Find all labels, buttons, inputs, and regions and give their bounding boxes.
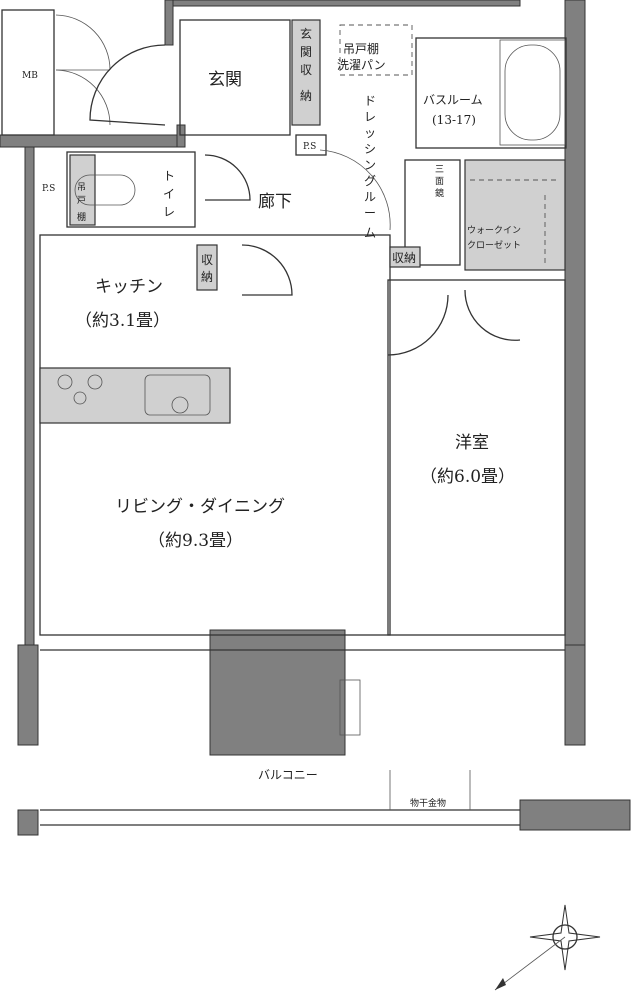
svg-text:面: 面 [435,176,444,187]
laundry-shelf-label: 吊戸棚 [343,41,379,56]
toilet-shelf-label: 吊 戸 棚 [77,182,86,223]
hallway-label: 廊下 [258,192,292,212]
mb-label: MB [22,71,38,81]
svg-text:納: 納 [201,270,213,284]
svg-text:ー: ー [364,206,376,220]
svg-text:ド: ド [364,94,376,108]
entrance-label: 玄関 [208,70,242,90]
north-compass-icon [494,904,601,991]
svg-text:戸: 戸 [77,195,86,206]
svg-text:ル: ル [364,190,376,204]
walk-in-closet-label-2: クローゼット [467,239,521,251]
svg-text:ン: ン [364,158,376,172]
laundry-pan-label: 洗濯パン [337,58,386,72]
walls [0,0,631,836]
dressing-room-label: ド レ ッ シ ン グ ル ー ム [364,94,376,240]
kitchen-label: キッチン [95,277,163,297]
interior-lines [1,9,567,826]
living-dining-size: （約9.3畳） [148,531,243,551]
svg-text:レ: レ [364,110,376,124]
walk-in-closet-label-1: ウォークイン [467,225,521,236]
storage-dressing-label: 収納 [392,251,416,265]
bathroom-label: バスルーム [423,93,483,107]
balcony-label: バルコニー [258,768,318,782]
western-room-label: 洋室 [455,433,489,453]
svg-text:イ: イ [163,187,175,201]
svg-text:グ: グ [364,174,376,188]
svg-text:レ: レ [163,205,175,219]
living-dining-label: リビング・ダイニング [115,497,285,517]
entrance-storage-label: 玄 関 収 納 [300,26,312,103]
bathroom-size: (13-17) [432,113,476,127]
svg-text:吊: 吊 [77,182,86,193]
svg-text:鏡: 鏡 [435,187,444,199]
triple-mirror-label: 三 面 鏡 [435,165,444,199]
clothes-drying-hardware-label: 物干金物 [410,797,446,809]
svg-text:ム: ム [364,226,376,240]
svg-text:棚: 棚 [77,211,86,223]
svg-text:シ: シ [364,142,376,156]
kitchen-size: （約3.1畳） [75,311,170,331]
svg-text:ト: ト [163,169,175,183]
svg-text:関: 関 [300,45,312,59]
outdoor-unit [209,629,346,756]
svg-text:三: 三 [435,165,444,175]
svg-text:玄: 玄 [300,26,312,41]
svg-text:ッ: ッ [364,126,376,140]
storage-hall-label: 収 納 [201,253,213,284]
svg-text:納: 納 [300,89,312,103]
toilet-label: ト イ レ [163,169,175,219]
ps-left-label: P.S [42,184,55,194]
ps-upper-label: P.S [303,142,316,152]
svg-text:収: 収 [201,253,213,267]
western-room-size: （約6.0畳） [420,467,515,487]
svg-text:収: 収 [300,63,312,77]
